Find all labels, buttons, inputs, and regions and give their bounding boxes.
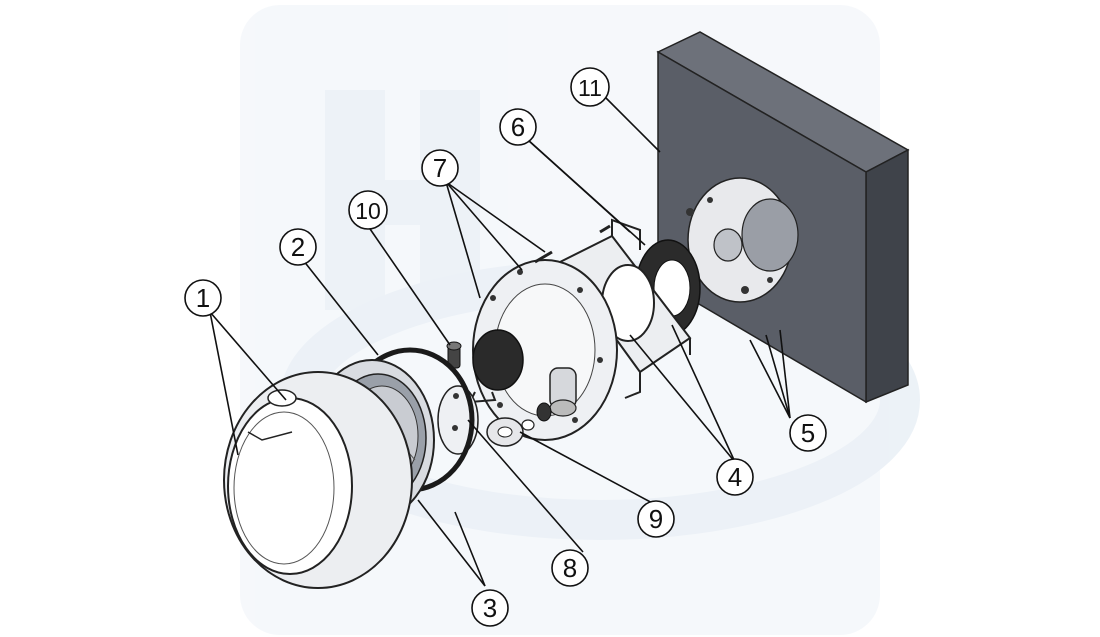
callout-11-label: 11 xyxy=(578,75,602,101)
callout-6-label: 6 xyxy=(511,112,525,142)
callout-2-label: 2 xyxy=(291,232,305,262)
front-plate xyxy=(472,224,618,441)
callout-2: 2 xyxy=(279,228,317,266)
mounting-bracket xyxy=(558,218,692,399)
callout-9: 9 xyxy=(637,500,675,538)
callout-11: 11 xyxy=(570,67,610,107)
callout-10: 10 xyxy=(348,190,388,230)
callout-6: 6 xyxy=(499,108,537,146)
callout-10-label: 10 xyxy=(355,198,381,224)
callout-1: 1 xyxy=(184,279,222,317)
callout-5: 5 xyxy=(789,414,827,452)
nut-and-washer xyxy=(486,402,552,447)
callout-9-label: 9 xyxy=(649,504,663,534)
callout-7: 7 xyxy=(421,149,459,187)
callout-8: 8 xyxy=(551,549,589,587)
leader-lines xyxy=(209,96,791,587)
callout-1-label: 1 xyxy=(196,283,210,313)
cable-cover-disc xyxy=(468,329,524,404)
callout-7-label: 7 xyxy=(433,153,447,183)
callout-4-label: 4 xyxy=(728,462,742,492)
callout-5-label: 5 xyxy=(801,418,815,448)
wall-block xyxy=(656,31,910,404)
front-trim-ring xyxy=(223,371,413,589)
callout-4: 4 xyxy=(716,458,754,496)
callout-3-label: 3 xyxy=(483,593,497,623)
callout-8-label: 8 xyxy=(563,553,577,583)
callout-3: 3 xyxy=(471,589,509,627)
